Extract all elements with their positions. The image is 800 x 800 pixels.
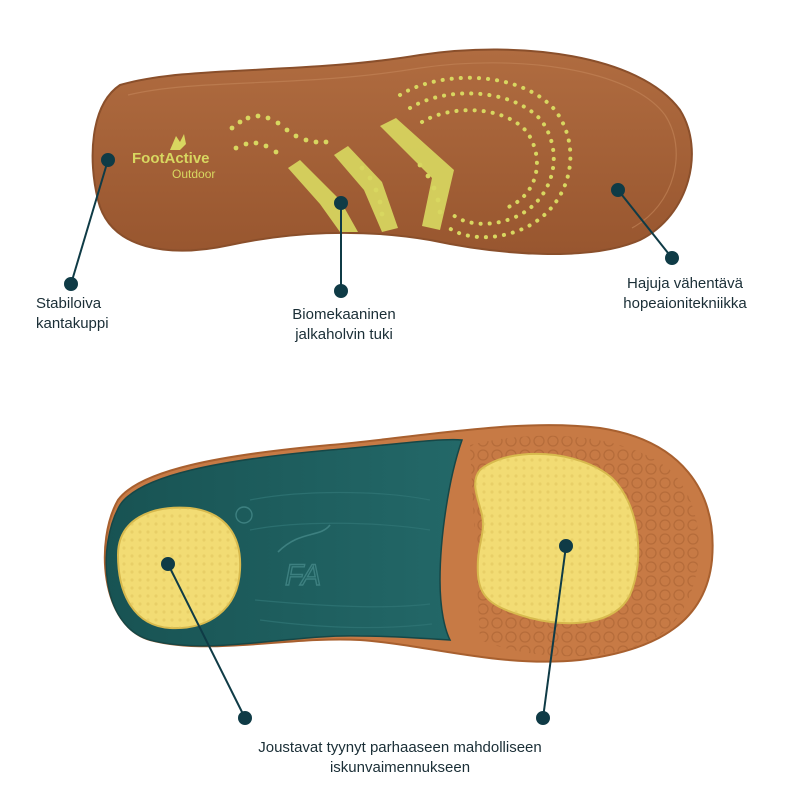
brand-subline: Outdoor bbox=[172, 167, 215, 181]
marker-cushion-forefoot-end bbox=[536, 711, 550, 725]
forefoot-pad bbox=[474, 452, 640, 625]
fa-monogram: FA bbox=[285, 559, 321, 592]
marker-cushion-forefoot-start bbox=[559, 539, 573, 553]
leader-cushion-heel bbox=[167, 563, 246, 719]
leader-heel-cup bbox=[70, 159, 109, 285]
leader-silver-ion bbox=[617, 189, 673, 259]
bottom-insole: FA bbox=[103, 424, 714, 663]
callout-arch-line2: jalkaholvin tuki bbox=[295, 326, 393, 343]
marker-cushion-heel-end bbox=[238, 711, 252, 725]
brand-name-part2: Active bbox=[164, 150, 209, 167]
callout-cushions-line2: iskunvaimennukseen bbox=[329, 759, 471, 776]
marker-heel-cup-start bbox=[101, 153, 115, 167]
marker-cushion-heel-start bbox=[161, 557, 175, 571]
top-insole: FootActive Outdoor bbox=[91, 48, 693, 255]
kangaroo-logo-icon bbox=[170, 134, 186, 150]
svg-text:FootActive: FootActive bbox=[132, 150, 210, 167]
callout-leaders bbox=[64, 153, 679, 725]
marker-arch-start bbox=[334, 196, 348, 210]
heel-pad bbox=[116, 506, 242, 630]
brand-logo: FootActive Outdoor bbox=[132, 134, 215, 181]
arch-contour-lines bbox=[249, 491, 433, 629]
callout-heel-cup-line1: Stabiloiva bbox=[36, 295, 102, 312]
dotted-rings bbox=[398, 75, 573, 240]
leader-cushion-forefoot bbox=[542, 545, 567, 719]
marker-silver-end bbox=[665, 251, 679, 265]
top-insole-rim bbox=[127, 62, 677, 229]
callout-arch-line1: Biomekaaninen bbox=[292, 306, 396, 323]
marker-arch-end bbox=[334, 284, 348, 298]
callout-silver-line1: Hajuja vähentävä bbox=[627, 275, 743, 292]
callout-arch-support: Biomekaaninen jalkaholvin tuki bbox=[274, 305, 414, 345]
bottom-brand-mark: FA bbox=[235, 506, 331, 593]
callout-silver-ion: Hajuja vähentävä hopeaionitekniikka bbox=[600, 274, 770, 314]
callout-heel-cup-line2: kantakuppi bbox=[36, 315, 109, 332]
callout-cushions-line1: Joustavat tyynyt parhaaseen mahdolliseen bbox=[258, 739, 542, 756]
size-emblem-icon bbox=[235, 506, 253, 524]
callout-heel-cup: Stabiloiva kantakuppi bbox=[36, 294, 109, 334]
callout-cushions: Joustavat tyynyt parhaaseen mahdolliseen… bbox=[190, 738, 610, 778]
marker-silver-start bbox=[611, 183, 625, 197]
top-insole-body bbox=[91, 48, 693, 255]
marker-heel-cup-end bbox=[64, 277, 78, 291]
callout-silver-line2: hopeaionitekniikka bbox=[623, 295, 747, 312]
brand-name-part1: Foot bbox=[132, 150, 164, 167]
